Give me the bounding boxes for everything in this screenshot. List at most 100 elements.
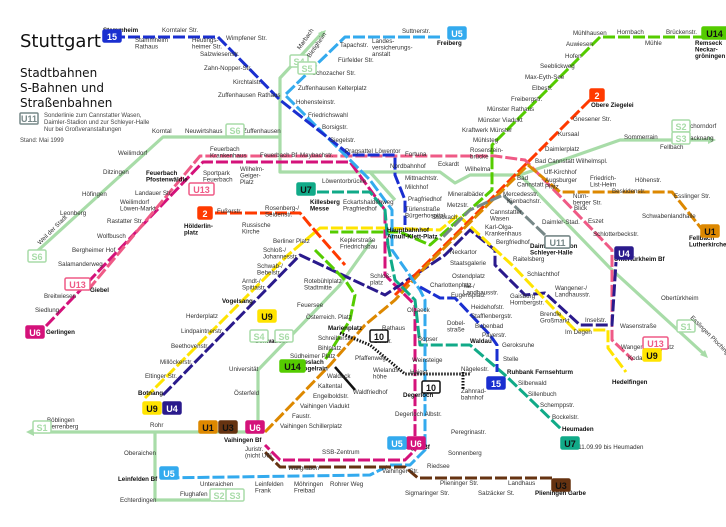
station-label[interactable]: Engelboldstr. [313, 393, 349, 400]
station-label[interactable]: Vaihingen Viadukt [300, 403, 350, 410]
station-label[interactable]: SSB-Zentrum [322, 449, 359, 456]
station-label[interactable]: Fellbach [660, 144, 684, 151]
station-label[interactable]: Feuersee [297, 302, 324, 309]
station-label[interactable]: Hölderlin-platz [184, 223, 213, 237]
station-label[interactable]: Schloß-platz [370, 273, 391, 287]
station-label[interactable]: Waldfriedhof [353, 389, 388, 396]
station-label[interactable]: Münster Viadukt [478, 117, 523, 124]
station-label[interactable]: Marienplatz [328, 325, 362, 332]
station-label[interactable]: Daimler-Stad. [542, 219, 580, 226]
station-label[interactable]: Inselstr. [585, 317, 607, 324]
line-badge-u9[interactable]: U9 [642, 348, 662, 362]
line-badge-u1[interactable]: U1 [198, 420, 218, 434]
station-label[interactable]: Flughafen [180, 491, 208, 498]
station-label[interactable]: Feuerbach Bf [260, 152, 297, 159]
station-label[interactable]: Metzstr. [447, 202, 469, 209]
station-label[interactable]: Schlotterbeckstr. [593, 231, 639, 238]
station-label[interactable]: Schlachthof [527, 271, 560, 278]
line-badge-u7[interactable]: U7 [560, 436, 580, 450]
station-label[interactable]: Wallgraben [288, 465, 320, 472]
station-label[interactable]: Pfaffenweg [355, 355, 386, 362]
line-badge-u5[interactable]: U5 [447, 26, 467, 40]
station-label[interactable]: Salzäcker St. [478, 490, 515, 497]
station-label[interactable]: Schwab-/Bebelstr. [257, 263, 283, 277]
station-label[interactable]: Echterdingen [120, 497, 157, 504]
station-label[interactable]: Leinfelden Bf [118, 476, 158, 483]
line-badge-s6[interactable]: S6 [27, 249, 47, 263]
station-label[interactable]: Korntaler Str. [162, 27, 198, 34]
line-badge-u1[interactable]: U1 [700, 224, 720, 238]
line-badge-u6[interactable]: U6 [406, 436, 426, 450]
station-label[interactable]: Wimpfener Str. [226, 35, 267, 42]
line-badge-u13[interactable]: U13 [642, 336, 669, 350]
line-badge-10[interactable]: 10 [369, 329, 389, 343]
line-badge-15[interactable]: 15 [486, 376, 506, 390]
station-label[interactable]: Löwentorbrücke [322, 178, 367, 185]
station-label[interactable]: Heutings-heimer Str. [192, 37, 222, 51]
station-label[interactable]: Schwabstr. [255, 338, 288, 345]
line-badge-2[interactable]: 2 [197, 206, 213, 220]
station-label[interactable]: Wilhelm-Geiger-Platz [240, 166, 264, 186]
station-label[interactable]: Salamanderweg [58, 261, 103, 268]
line-badge-s5[interactable]: S5 [297, 61, 317, 75]
station-label[interactable]: Friedrich-List-Heim [590, 175, 616, 189]
station-label[interactable]: Wielands-höhe [373, 367, 401, 381]
station-label[interactable]: Rohr [150, 422, 163, 429]
station-label[interactable]: Backnang [686, 135, 714, 142]
station-label[interactable]: Waldau [470, 338, 492, 345]
station-label[interactable]: Landauer Str. [135, 190, 172, 197]
station-label[interactable]: Raitelsberg [513, 256, 545, 263]
station-label[interactable]: Hohensteinstr. [296, 99, 336, 106]
station-label[interactable]: Payerstr. [482, 332, 507, 339]
station-label[interactable]: Eltinger Str. [145, 373, 177, 380]
line-badge-s2[interactable]: S2 [671, 119, 691, 133]
station-label[interactable]: Vaihingen Schillerplatz [280, 423, 342, 430]
station-label[interactable]: Daimlerplatz [545, 146, 579, 153]
station-label[interactable]: Hedelfingen [612, 379, 648, 386]
station-label[interactable]: Landes-versicherungs-anstalt [372, 38, 413, 58]
line-badge-u11[interactable]: U11 [544, 235, 571, 249]
station-label[interactable]: Vaihingen Bf [224, 437, 262, 444]
station-label[interactable]: Höfingen [82, 191, 107, 198]
line-badge-u5[interactable]: U5 [387, 436, 407, 450]
station-label[interactable]: Berliner Platz [273, 238, 310, 245]
station-label[interactable]: Seeblickweg [540, 63, 575, 70]
station-label[interactable]: Friedrichswahl [308, 112, 348, 119]
line-badge-s1[interactable]: S1 [676, 319, 696, 333]
station-label[interactable]: Vaihinger Str. [382, 468, 419, 475]
line-badge-u3[interactable]: U3 [551, 478, 571, 492]
station-label[interactable]: Schemppstr. [540, 402, 575, 409]
station-label[interactable]: Zahnrad-bahnhof [461, 388, 486, 402]
station-label[interactable]: Uff-Kirchhof [544, 169, 577, 176]
line-badge-u9[interactable]: U9 [142, 401, 162, 415]
station-label[interactable]: Münster Rathaus [487, 106, 534, 113]
station-label[interactable]: Fußerstr. [217, 208, 242, 215]
station-label[interactable]: Neckartor [450, 249, 477, 256]
station-label[interactable]: Nordbahnhof [390, 163, 426, 170]
station-label[interactable]: Leonberg [60, 210, 87, 217]
station-label[interactable]: Sillenbuch [528, 391, 557, 398]
station-label[interactable]: Bergheimer Hof [72, 247, 116, 254]
station-label[interactable]: Peregrinastr. [451, 429, 486, 436]
station-label[interactable]: Staatsgalerie [450, 260, 487, 267]
station-label[interactable]: Rosenberg-/Seidenstr. [265, 205, 299, 219]
station-label[interactable]: Schreiberstr. [318, 335, 353, 342]
station-label[interactable]: Kraftwerk Münster [462, 127, 512, 134]
station-label[interactable]: Wangener-/Landhausstr. [555, 285, 591, 299]
station-label[interactable]: Herderplatz [186, 313, 218, 320]
line-badge-u6[interactable]: U6 [245, 420, 265, 434]
line-badge-s6[interactable]: S6 [274, 329, 294, 343]
station-label[interactable]: Freiberg [437, 40, 462, 47]
station-label[interactable]: Sonnenberg [448, 450, 482, 457]
station-label[interactable]: Ostendplatz [452, 273, 485, 280]
line-badge-u7[interactable]: U7 [296, 182, 316, 196]
